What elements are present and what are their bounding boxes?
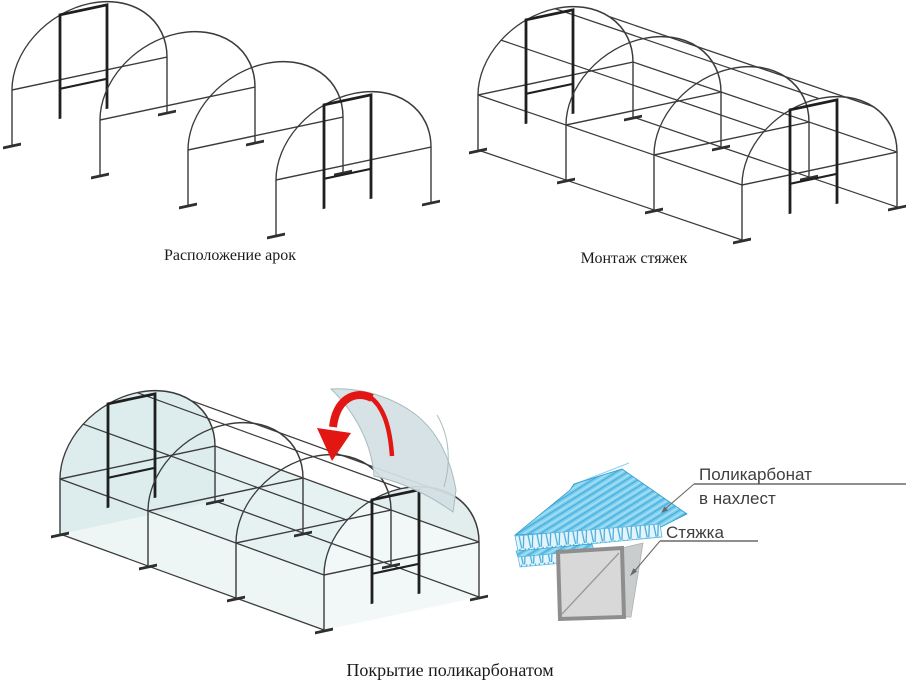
polycarbonate-leader-line bbox=[663, 483, 695, 511]
longitudinal-ties bbox=[59, 392, 480, 631]
longitudinal-ties bbox=[477, 8, 898, 241]
figure-ties-mounting-drawing bbox=[469, 5, 906, 245]
label-tie: Стяжка bbox=[666, 523, 724, 542]
tie-leader-line bbox=[631, 540, 661, 575]
door-frame bbox=[524, 8, 575, 125]
caption-arch-layout: Расположение арок bbox=[163, 247, 297, 264]
label-polycarbonate-line1: Поликарбонат bbox=[699, 465, 812, 484]
door-frame bbox=[322, 93, 373, 210]
arch-2 bbox=[557, 35, 730, 185]
figure-covering-drawing bbox=[51, 388, 488, 635]
sheet-cell-edge bbox=[514, 523, 663, 552]
far-shoulder-tie bbox=[214, 445, 480, 543]
tie-leader-arrow bbox=[630, 568, 638, 576]
caption-ties-mounting: Монтаж стяжек bbox=[580, 250, 688, 267]
far-slope-tie bbox=[609, 16, 875, 108]
door-frame bbox=[58, 3, 109, 120]
arch-2 bbox=[91, 30, 264, 180]
arch-1 bbox=[469, 5, 642, 155]
figure-arch-layout-drawing bbox=[3, 0, 440, 240]
far-shoulder-tie bbox=[632, 61, 898, 153]
polycarbonate-sheet-surface bbox=[513, 468, 688, 536]
near-shoulder-tie bbox=[477, 94, 743, 186]
far-base-tie bbox=[214, 500, 480, 598]
roof-panel bbox=[60, 390, 479, 575]
side-wall-panel bbox=[60, 479, 324, 630]
figure-overlap-detail-drawing bbox=[513, 462, 906, 622]
far-base-tie bbox=[632, 116, 898, 208]
door-frame bbox=[370, 488, 421, 605]
door-frame bbox=[788, 98, 839, 215]
ridge-tie bbox=[554, 8, 820, 100]
near-base-tie bbox=[59, 533, 325, 631]
caption-covering: Покрытие поликарбонатом bbox=[346, 660, 554, 680]
arch-2 bbox=[139, 421, 312, 571]
near-base-tie bbox=[477, 149, 743, 241]
door-frame bbox=[106, 392, 157, 509]
arch-4 bbox=[267, 90, 440, 240]
near-shoulder-tie bbox=[59, 478, 325, 576]
tube-diagonal-line bbox=[561, 552, 620, 615]
arch-3 bbox=[227, 453, 400, 603]
sheet-curl-line bbox=[436, 414, 449, 488]
place-sheet-arrow-icon bbox=[317, 391, 395, 461]
arch-3 bbox=[645, 65, 818, 215]
arch-4 bbox=[315, 485, 488, 635]
polycarbonate-leader-arrow bbox=[661, 506, 668, 513]
arch-1 bbox=[51, 389, 224, 539]
ridge-tie bbox=[136, 392, 402, 490]
arch-3 bbox=[179, 60, 352, 210]
arch-1 bbox=[3, 0, 176, 150]
label-polycarbonate-line2: в нахлест bbox=[699, 489, 776, 508]
arch-4 bbox=[733, 95, 906, 245]
